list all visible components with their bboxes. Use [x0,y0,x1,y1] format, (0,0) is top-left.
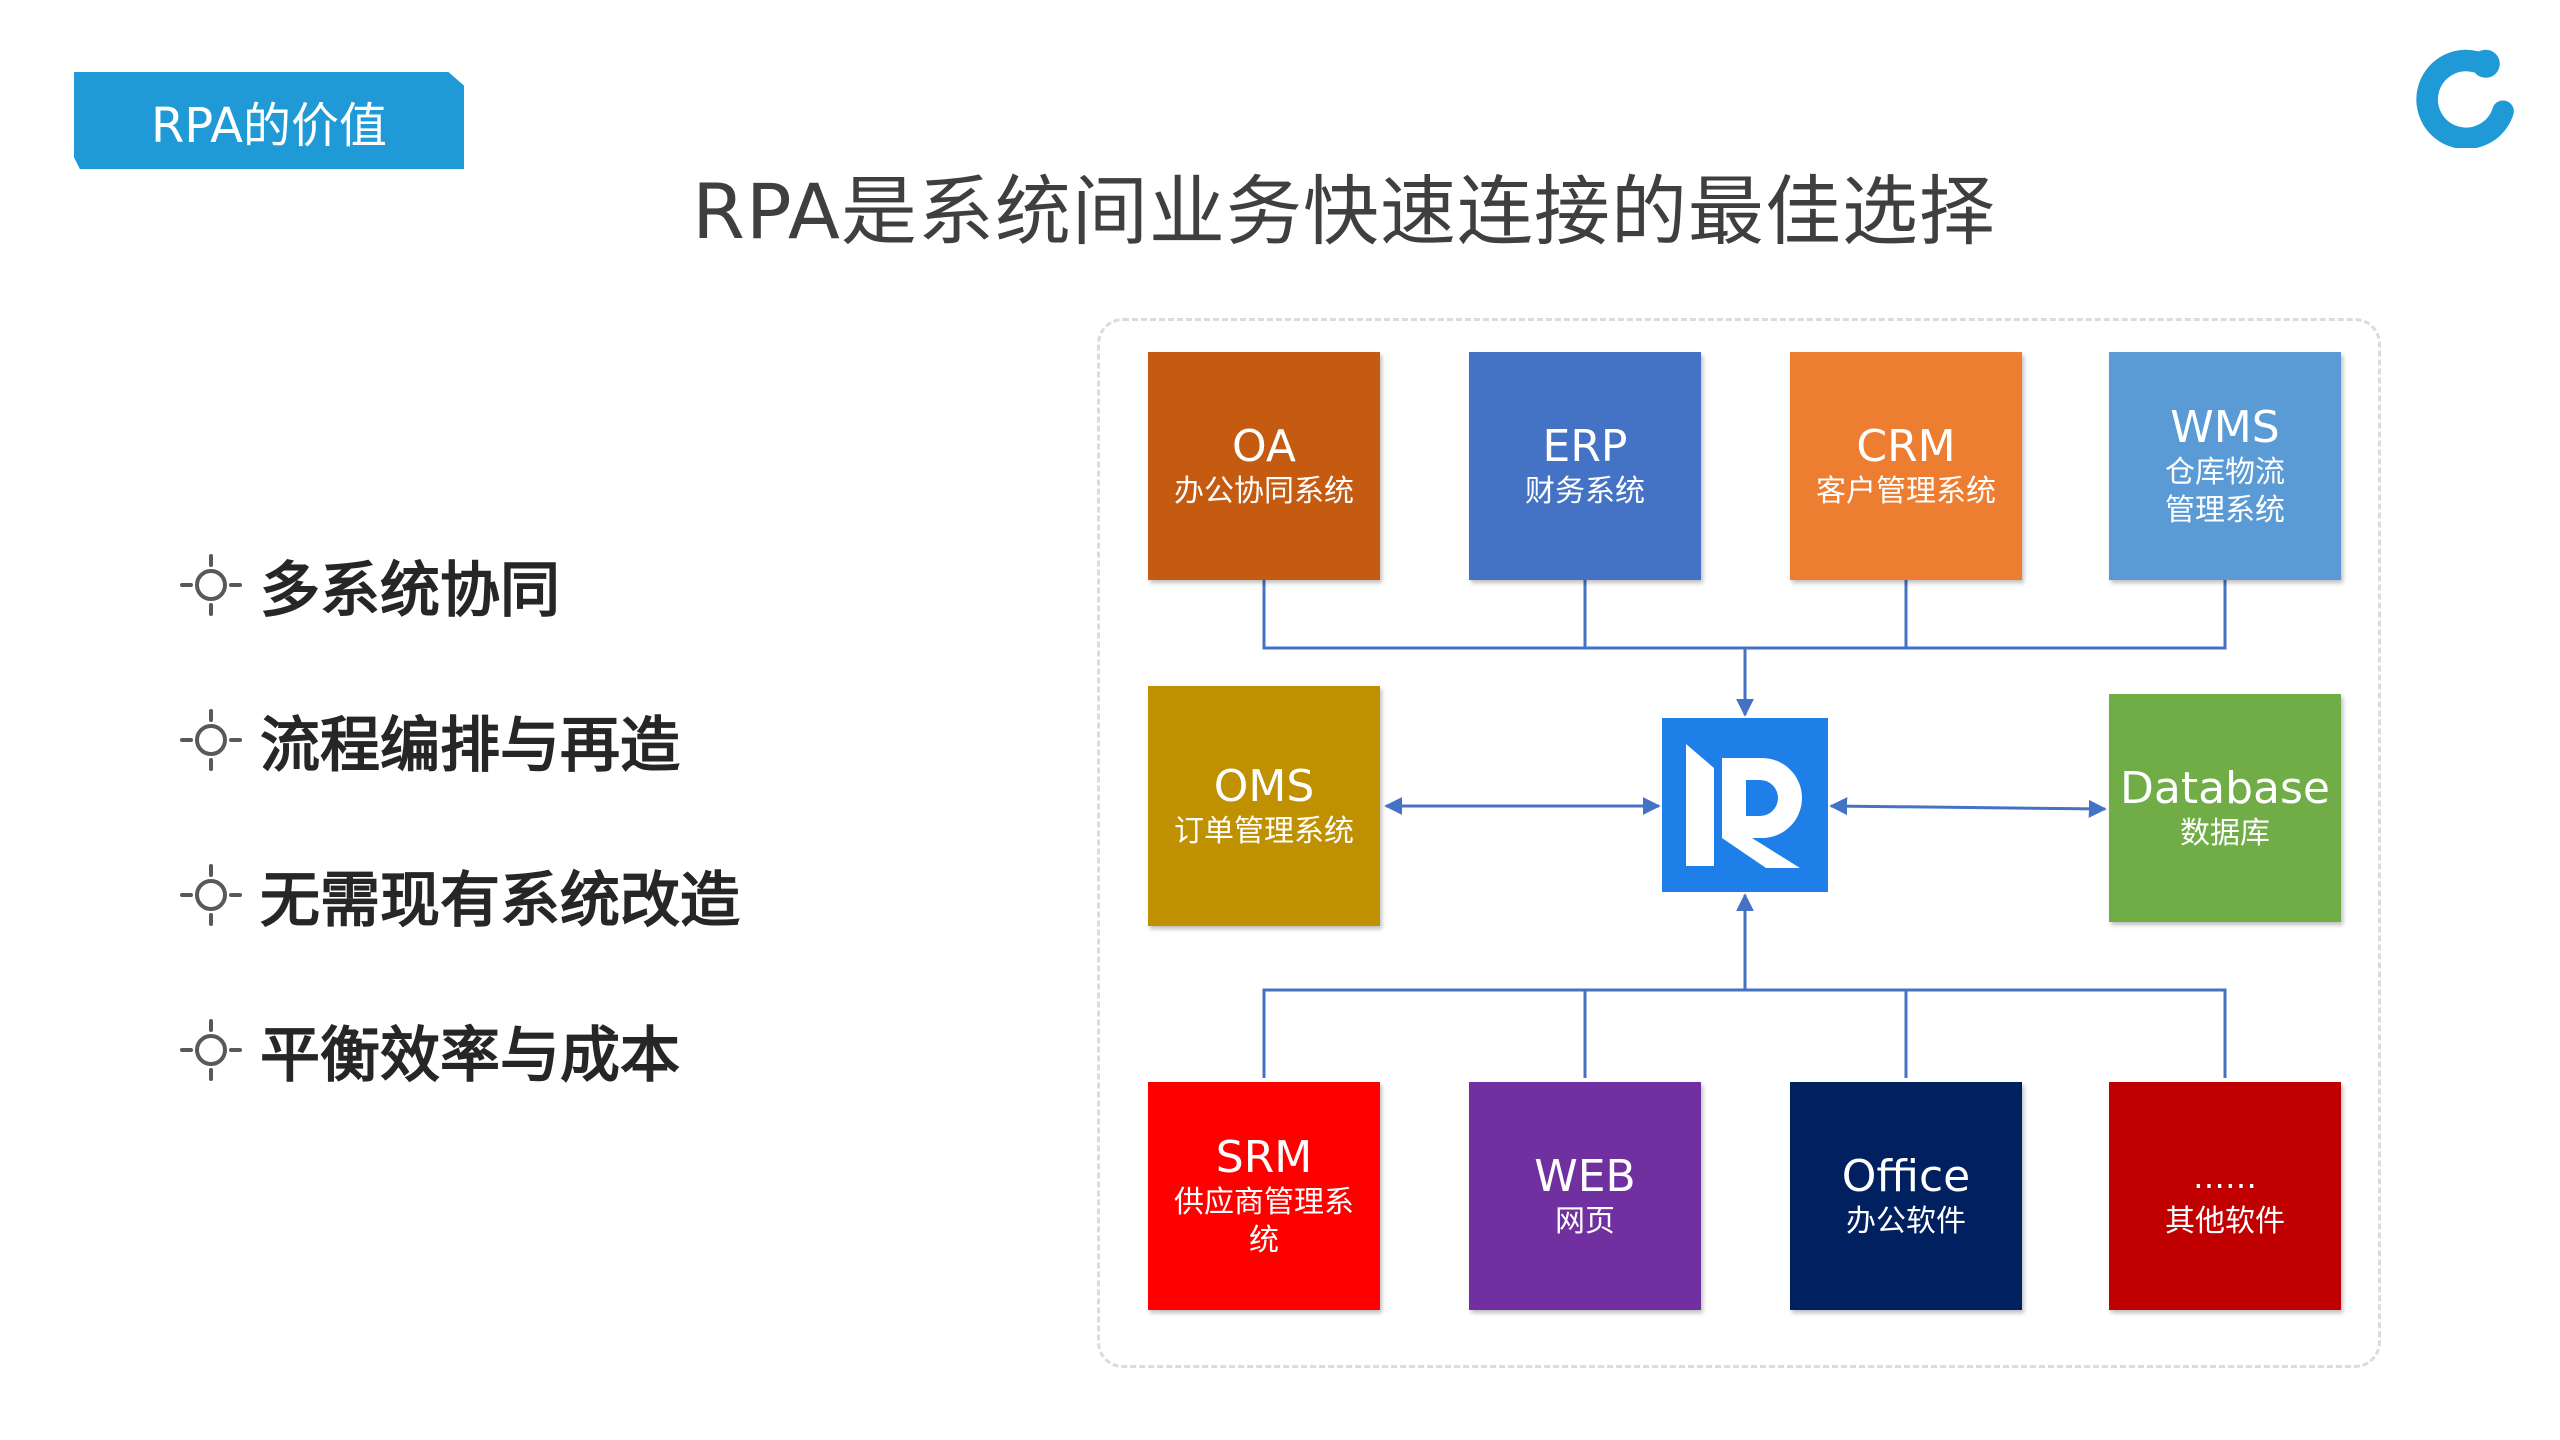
bullet-item: 多系统协同 [180,540,560,630]
bullet-text: 多系统协同 [260,555,560,626]
brand-c-logo-icon [2416,49,2514,148]
system-other: …… 其他软件 [2109,1082,2341,1310]
system-desc: 订单管理系统 [1174,814,1354,849]
system-erp: ERP 财务系统 [1469,352,1701,580]
sun-icon [180,864,242,926]
system-desc: 其他软件 [2165,1204,2285,1239]
system-desc: 客户管理系统 [1816,474,1996,509]
sun-icon [180,709,242,771]
system-crm: CRM 客户管理系统 [1790,352,2022,580]
system-name: ERP [1542,421,1628,472]
sun-icon [180,554,242,616]
system-desc: 办公软件 [1846,1204,1966,1239]
system-name: Database [2120,763,2330,814]
system-oms: OMS 订单管理系统 [1148,686,1380,926]
bullet-item: 无需现有系统改造 [180,850,740,940]
system-name: OMS [1213,761,1315,812]
bullet-text: 无需现有系统改造 [260,865,740,936]
sun-icon [180,1019,242,1081]
system-name: CRM [1856,421,1956,472]
system-name: OA [1232,421,1296,472]
system-name: WEB [1534,1151,1636,1202]
system-name: WMS [2170,402,2280,453]
system-desc: 仓库物流 管理系统 [2165,455,2285,528]
page-title: RPA是系统间业务快速连接的最佳选择 [692,167,1996,256]
system-desc: 财务系统 [1525,474,1645,509]
bullet-text: 平衡效率与成本 [260,1020,680,1091]
diagram-frame [1097,318,2381,1368]
system-oa: OA 办公协同系统 [1148,352,1380,580]
system-desc: 供应商管理系 统 [1174,1185,1354,1258]
system-database: Database 数据库 [2109,694,2341,922]
system-office: Office 办公软件 [1790,1082,2022,1310]
bullet-text: 流程编排与再造 [260,710,680,781]
system-name: SRM [1215,1132,1313,1183]
system-desc: 数据库 [2180,816,2270,851]
system-srm: SRM 供应商管理系 统 [1148,1082,1380,1310]
system-desc: 网页 [1555,1204,1615,1239]
system-name: …… [2193,1158,2257,1196]
system-web: WEB 网页 [1469,1082,1701,1310]
system-desc: 办公协同系统 [1174,474,1354,509]
system-wms: WMS 仓库物流 管理系统 [2109,352,2341,580]
system-name: Office [1841,1151,1971,1202]
bullet-item: 平衡效率与成本 [180,1005,680,1095]
rpa-p-logo-icon [1662,718,1828,892]
bullet-item: 流程编排与再造 [180,695,680,785]
section-tag: RPA的价值 [74,72,464,169]
